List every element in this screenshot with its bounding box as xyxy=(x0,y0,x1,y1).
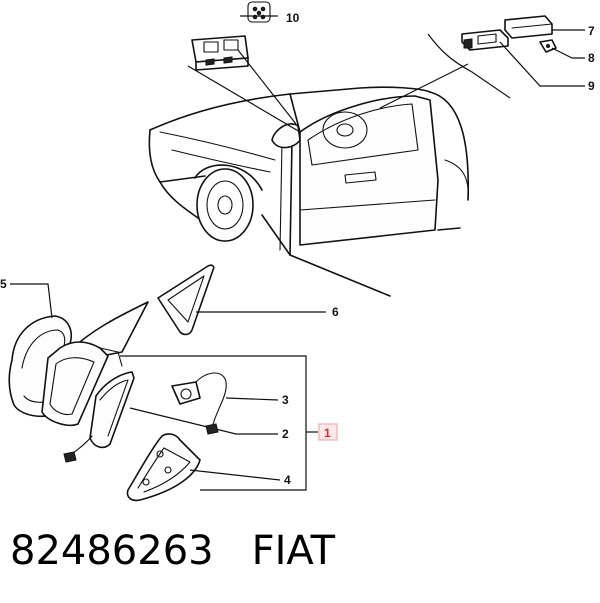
clip-part-8 xyxy=(539,39,585,59)
callout-3: 3 xyxy=(282,393,289,407)
callout-10: 10 xyxy=(286,11,300,25)
part-number: 82486263 xyxy=(10,528,214,574)
mirror-motor-part-3 xyxy=(171,372,279,435)
callout-5: 5 xyxy=(0,277,7,291)
control-unit-part-7 xyxy=(504,15,585,39)
callout-4: 4 xyxy=(284,473,291,487)
mirror-glass-part-2 xyxy=(63,371,278,463)
bracket-part-9 xyxy=(379,29,585,109)
assembly-bracket-1 xyxy=(120,355,338,491)
callout-7: 7 xyxy=(588,24,595,38)
mirror-base-part-4 xyxy=(126,433,281,502)
callout-1: 1 xyxy=(324,426,331,440)
brand-name: FIAT xyxy=(251,528,336,574)
mirror-switch-part-10 xyxy=(187,1,301,133)
callout-2: 2 xyxy=(282,427,289,441)
car-body-illustration xyxy=(148,86,470,297)
triangle-cover-part-6 xyxy=(157,264,326,336)
callout-9: 9 xyxy=(588,79,595,93)
callout-6: 6 xyxy=(332,305,339,319)
mirror-frame-part xyxy=(41,301,149,427)
callout-8: 8 xyxy=(588,51,595,65)
part-caption: 82486263 FIAT xyxy=(10,524,570,578)
